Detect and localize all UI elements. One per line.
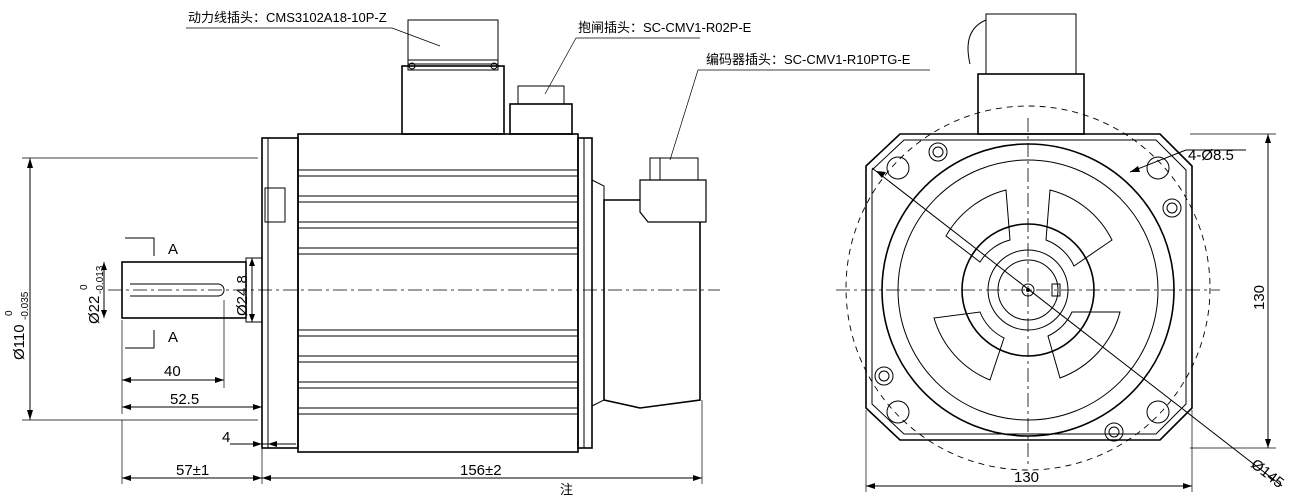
body-length-dimension: 156±2 [460, 462, 502, 479]
shaft-extension-dimension: 57±1 [176, 462, 209, 479]
flange-spigot-lower: -0.035 [20, 291, 31, 320]
front-view [836, 13, 1283, 492]
shaft-length-dimension: 52.5 [170, 391, 199, 408]
shaft-lower: -0.013 [95, 265, 106, 294]
front-connector [967, 13, 1085, 135]
flange-width-dimension: 130 [1014, 469, 1039, 486]
power-connector [401, 19, 505, 135]
encoder-connector [639, 157, 707, 223]
motor-body [297, 133, 579, 453]
flange-spigot-dimension: Ø110 0 -0.035 [4, 291, 31, 360]
flange-spigot-main: Ø110 [11, 324, 28, 360]
mounting-holes-dimension: 4-Ø8.5 [1188, 147, 1234, 164]
flange-spigot-upper: 0 [4, 310, 15, 316]
shoulder-dimension: Ø24.8 [234, 275, 251, 316]
mounting-holes [874, 142, 1182, 442]
encoder-housing [603, 199, 701, 409]
encoder-connector-label: 编码器插头：SC-CMV1-R10PTG-E [706, 52, 911, 67]
flange-height-dimension: 130 [1251, 285, 1268, 310]
diagonal-line [871, 167, 1283, 487]
callout-leaders [186, 27, 930, 161]
shaft-upper: 0 [79, 284, 90, 290]
side-view: A A [22, 19, 930, 484]
footnote: 注 [560, 482, 573, 495]
side-view-dimensions [22, 157, 703, 484]
section-a-markers: A A [125, 237, 178, 349]
section-marker-top: A [168, 241, 178, 258]
bolt-circle [845, 105, 1211, 471]
brake-connector [509, 85, 573, 135]
mounting-flange [261, 137, 299, 449]
square-flange [865, 133, 1193, 441]
shaft-dimension: Ø22 0 -0.013 [79, 265, 106, 324]
power-connector-label: 动力线插头：CMS3102A18-10P-Z [188, 10, 387, 25]
bolt-circle-dimension: Ø145 [1248, 456, 1287, 492]
section-marker-bottom: A [168, 329, 178, 346]
spigot-depth-dimension: 4 [222, 429, 230, 446]
rear-cover [577, 137, 593, 449]
flange-lug [264, 187, 286, 223]
cooling-fins [298, 169, 578, 415]
keyway-length-dimension: 40 [164, 363, 181, 380]
brake-connector-label: 抱闸插头：SC-CMV1-R02P-E [578, 20, 752, 35]
shaft-main: Ø22 [86, 296, 103, 324]
